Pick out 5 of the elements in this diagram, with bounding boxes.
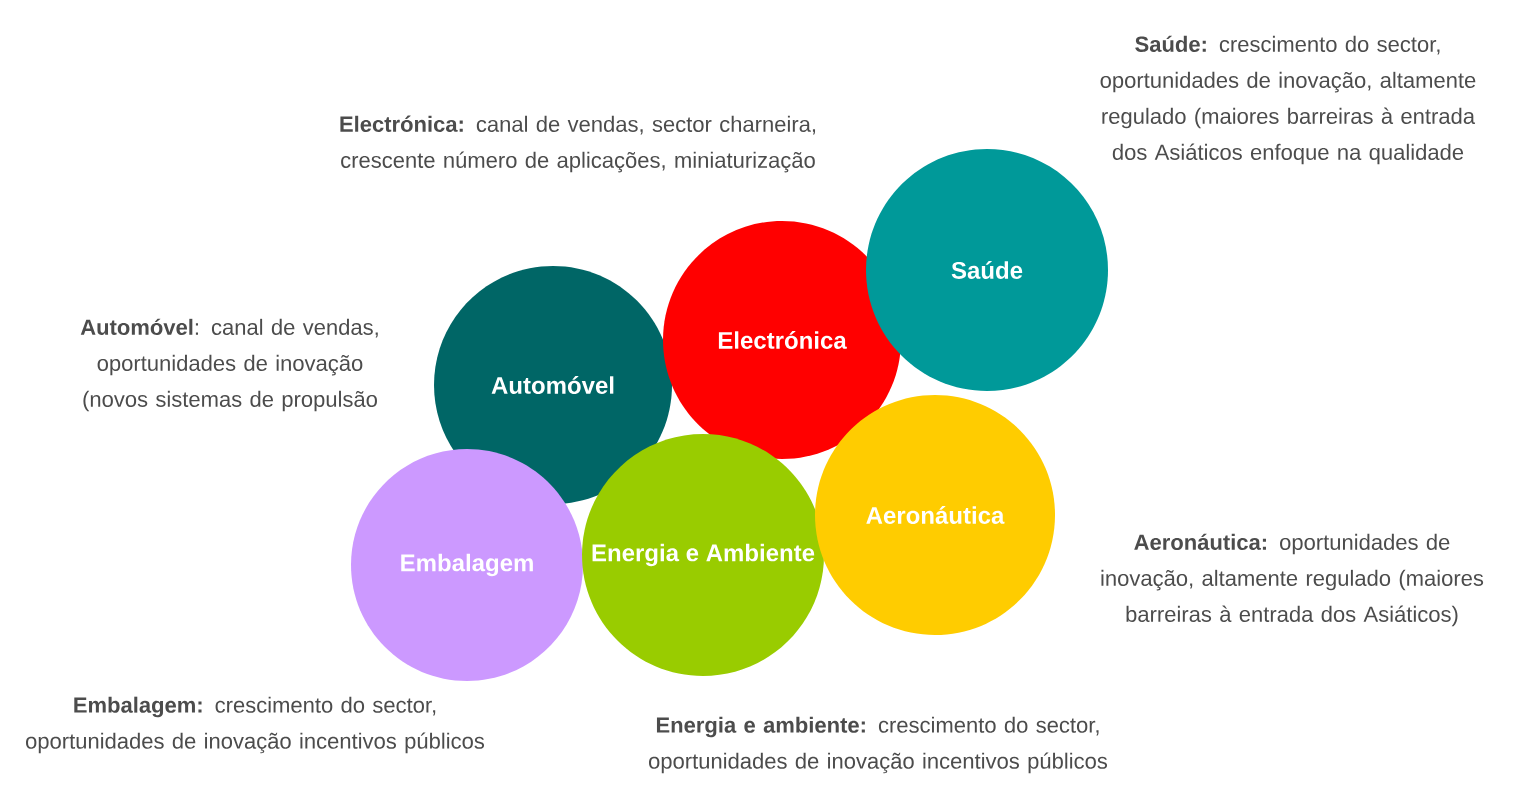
description: Automóvel: canal de vendas, oportunidades de inovação (novos sistemas de propulsão (80, 318, 378, 412)
description: Electrónica: canal de vendas, sector charneira, crescente número de aplicações, miniaturização (340, 115, 816, 173)
description: Aeronáutica: oportunidades de inovação, altamente regulado (maiores barreiras à entrada dos Asiáticos) (1101, 533, 1484, 627)
description: Embalagem: crescimento do sector, oportunidades de inovação incentivos públicos (26, 696, 485, 754)
description: Energia e ambiente: crescimento do sector, oportunidades de inovação incentivos públicos (649, 716, 1108, 774)
